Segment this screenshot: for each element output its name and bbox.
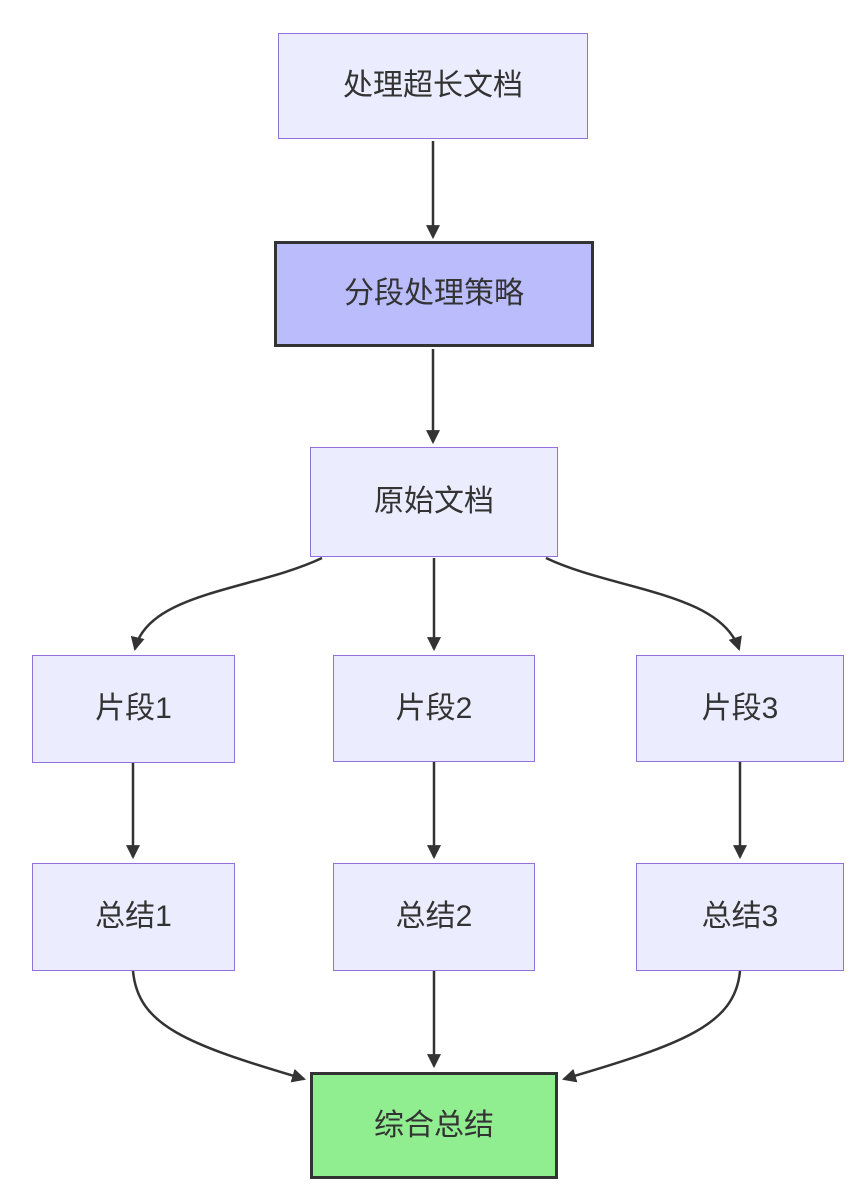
node-summary-1: 总结1 (32, 863, 235, 971)
node-fragment-1: 片段1 (32, 655, 235, 763)
node-final-summary: 综合总结 (310, 1072, 558, 1179)
edge-summary1-to-final (131, 970, 307, 1083)
node-segmentation-strategy: 分段处理策略 (274, 241, 594, 347)
edge-summary3-to-final (561, 970, 742, 1083)
node-fragment-3: 片段3 (636, 655, 844, 762)
node-original-doc: 原始文档 (310, 447, 558, 557)
edge-original-to-fragment1 (130, 556, 323, 652)
node-process-long-doc: 处理超长文档 (278, 33, 588, 139)
node-summary-3: 总结3 (636, 863, 844, 971)
edge-original-to-fragment3 (545, 556, 742, 651)
node-summary-2: 总结2 (333, 863, 535, 971)
node-fragment-2: 片段2 (333, 655, 535, 762)
